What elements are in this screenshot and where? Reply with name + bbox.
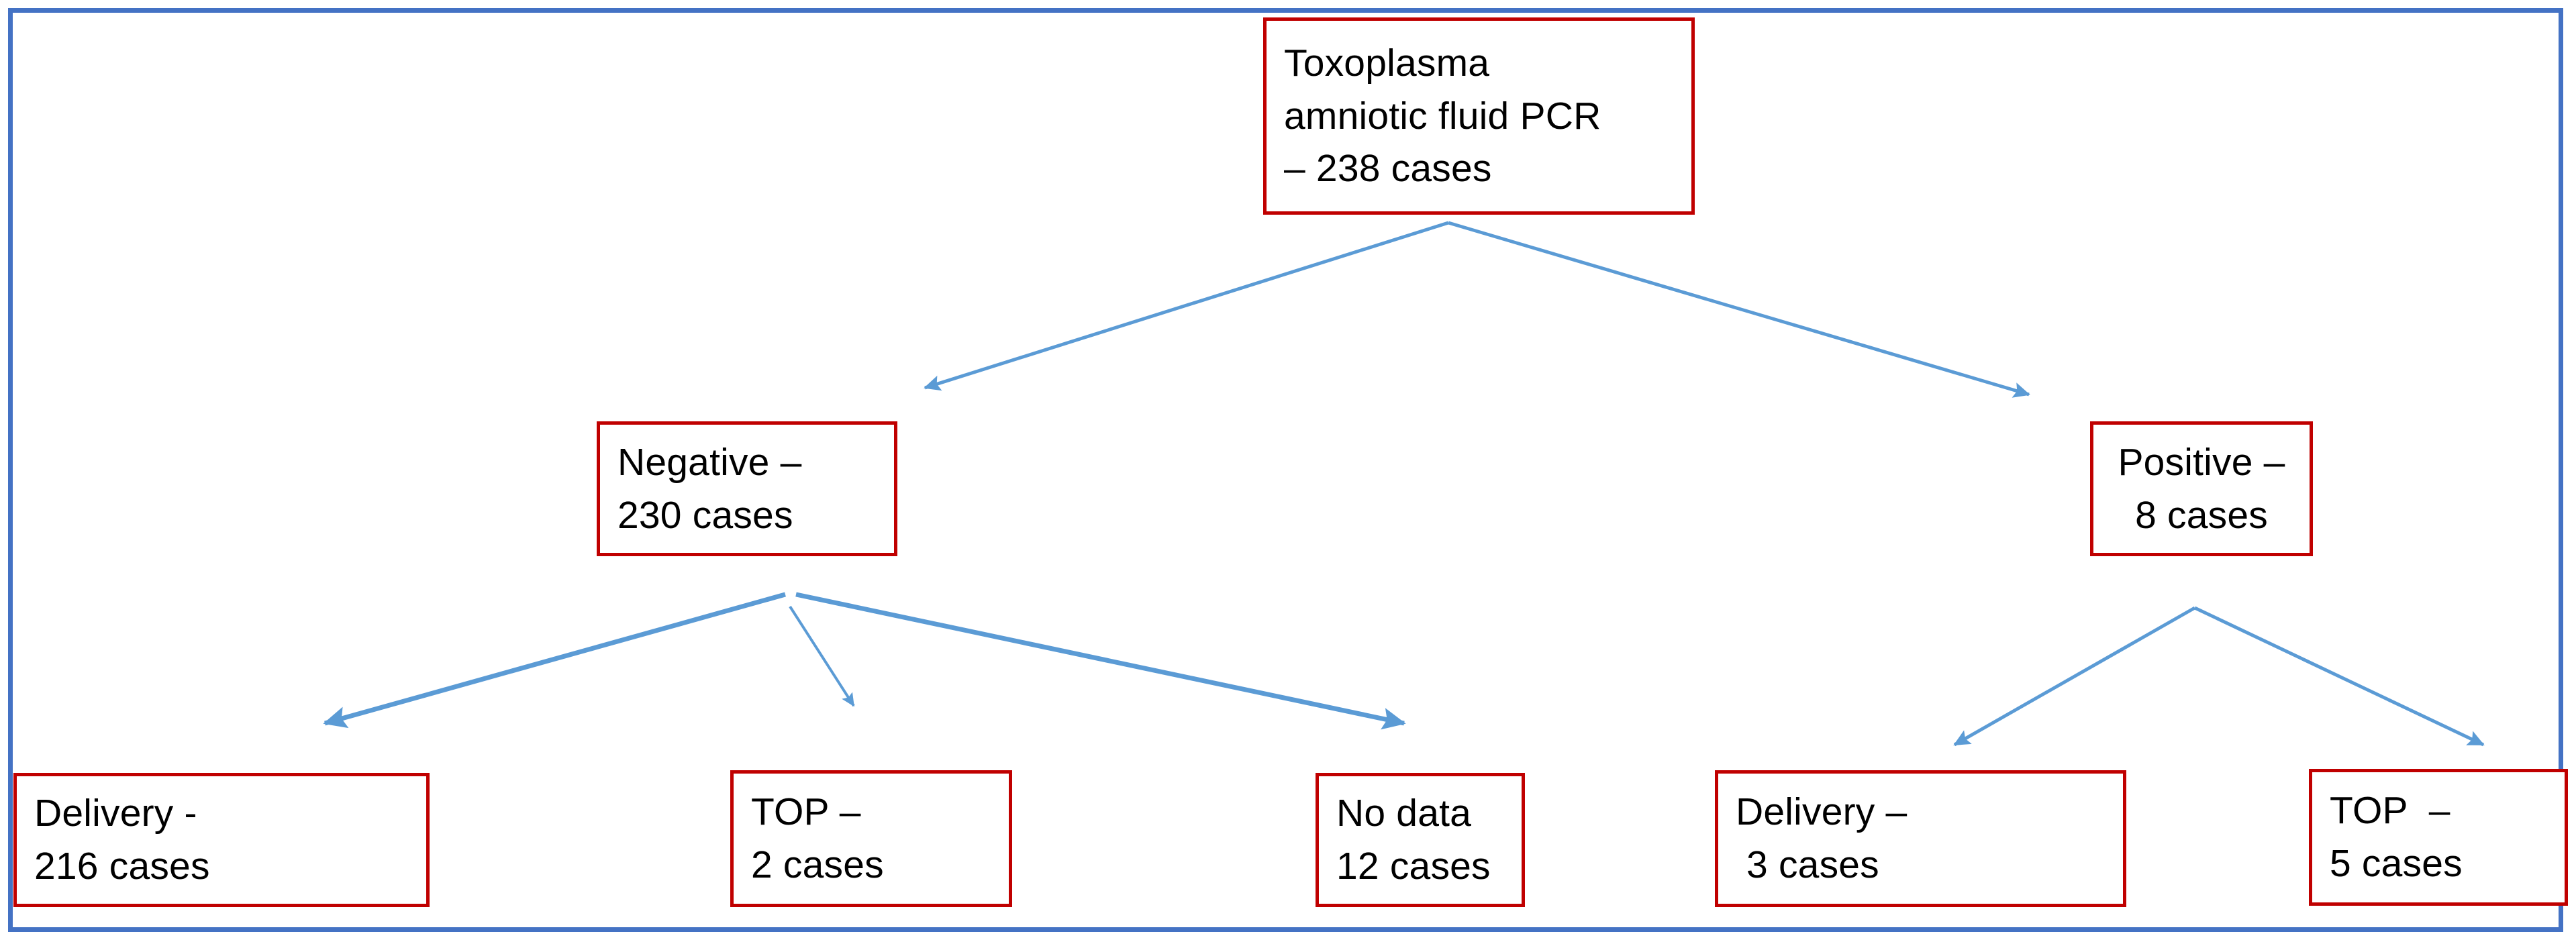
node-top-negative[interactable]: TOP – 2 cases (730, 770, 1012, 907)
node-top-positive[interactable]: TOP – 5 cases (2309, 769, 2568, 906)
node-root-toxoplasma-pcr[interactable]: Toxoplasma amniotic fluid PCR – 238 case… (1263, 17, 1695, 215)
node-no-data-line-1: No data (1336, 792, 1472, 835)
node-root-line-2: amniotic fluid PCR (1284, 94, 1601, 138)
node-positive-line-2: 8 cases (2135, 493, 2268, 537)
node-negative[interactable]: Negative – 230 cases (597, 421, 897, 556)
node-top-positive-line-1: TOP – (2330, 789, 2450, 833)
node-delivery-positive[interactable]: Delivery – 3 cases (1715, 770, 2126, 907)
node-delivery-positive-line-1: Delivery – (1736, 790, 1908, 834)
node-delivery-positive-line-2: 3 cases (1736, 843, 1879, 886)
node-top-positive-line-2: 5 cases (2330, 842, 2463, 885)
node-root-line-3: – 238 cases (1284, 147, 1492, 191)
node-top-negative-line-2: 2 cases (751, 843, 884, 886)
node-top-negative-line-1: TOP – (751, 790, 861, 834)
node-no-data[interactable]: No data 12 cases (1316, 773, 1525, 907)
node-negative-line-2: 230 cases (617, 493, 793, 537)
outer-frame-border (8, 8, 2563, 932)
node-delivery-negative-line-2: 216 cases (34, 845, 210, 888)
node-root-line-1: Toxoplasma (1284, 42, 1490, 85)
node-delivery-negative-line-1: Delivery - (34, 792, 197, 835)
node-delivery-negative[interactable]: Delivery - 216 cases (13, 773, 430, 907)
node-no-data-line-2: 12 cases (1336, 845, 1491, 888)
node-positive-line-1: Positive – (2118, 440, 2285, 484)
node-positive[interactable]: Positive – 8 cases (2090, 421, 2313, 556)
node-negative-line-1: Negative – (617, 440, 802, 484)
